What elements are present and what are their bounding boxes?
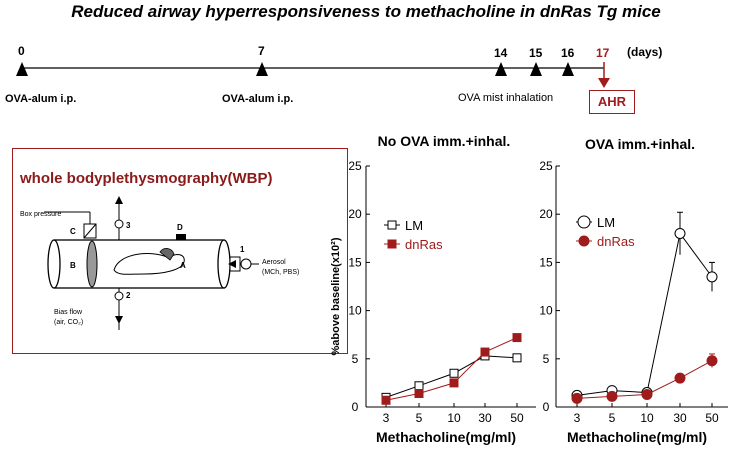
port-d-icon [176,234,186,240]
label-c: C [70,227,76,236]
chart1-x-tick-label: 50 [510,411,524,425]
arrow-day7-icon [256,62,268,76]
chart2-legend-marker [578,235,590,247]
chart1-x-axis-label: Methacholine(mg/ml) [376,429,516,445]
chamber-divider [86,240,98,288]
chamber-left-end [47,239,61,289]
label-bias: Bias flow [54,309,83,316]
arrow-day0-icon [16,62,28,76]
label-1: 1 [240,245,245,254]
chart2-legend-marker [577,215,591,229]
valve-3-icon [114,219,124,229]
chart2-legend-label: LM [597,215,615,230]
chart2-y-tick-label: 20 [539,207,553,221]
chart2-point-LM [674,227,686,239]
chart2-point-dnRas [674,372,686,384]
chart1-y-tick-label: 15 [348,255,362,269]
aerosol-arrow-icon [228,260,236,268]
chart2-series-LM-line [576,232,713,396]
mouse-head-icon [159,248,175,261]
day-label-15: 15 [529,46,543,60]
label-aerosol: Aerosol [262,259,286,266]
arrow-day15-icon [530,62,542,76]
chart1-point-LM [512,353,522,363]
chart1-point-dnRas [381,395,391,405]
chart2-y-tick-label: 0 [543,400,550,414]
chart2-x-tick-label: 3 [574,411,581,425]
chart1-legend-label: dnRas [405,237,443,252]
wbp-panel [12,148,348,354]
chart1-x-tick-label: 10 [447,411,461,425]
chart2-x-tick-label: 50 [705,411,719,425]
chart2-y-tick-label: 10 [539,304,553,318]
figure-title: Reduced airway hyperresponsiveness to me… [71,2,661,21]
chart1-y-tick-label: 5 [352,352,359,366]
day-label-17: 17 [596,46,610,60]
wbp-title: whole bodyplethysmography(WBP) [20,170,273,187]
chart2-y-tick-label: 15 [539,255,553,269]
chart2-y-tick-label: 5 [543,352,550,366]
arrow-day16-icon [562,62,574,76]
label-3: 3 [126,221,131,230]
chart1-point-dnRas [512,333,522,343]
chart2-point-dnRas [706,355,718,367]
chart2-point-LM [706,271,718,283]
chart1-legend-marker [387,239,397,249]
chart1-point-dnRas [414,389,424,399]
note-mist: OVA mist inhalation [458,92,554,104]
label-aerosol-sub: (MCh, PBS) [262,269,299,276]
note-day0: OVA-alum i.p. [5,93,77,105]
chart2-x-tick-label: 5 [609,411,616,425]
chart2-title: OVA imm.+inhal. [584,136,696,152]
label-d: D [177,223,183,232]
chart1-legend-label: LM [405,218,423,233]
plethysmograph-diagram: Box pressure C B A D 3 2 1 Aerosol (MCh,… [20,196,299,330]
ahr-box: AHR [589,90,635,114]
chart2-point-dnRas [571,392,583,404]
arrow-day14-icon [495,62,507,76]
note-day7: OVA-alum i.p. [222,93,294,105]
chart2-legend-label: dnRas [597,234,635,249]
label-box-pressure: Box pressure [20,211,61,218]
chart2-point-dnRas [606,390,618,402]
chart1-y-tick-label: 25 [348,159,362,173]
chart1-point-LM [449,368,459,378]
label-bias-sub: (air, CO₂) [54,319,83,326]
chart1-title: No OVA imm.+inhal. [377,133,511,149]
timeline [16,62,610,88]
chart1-point-dnRas [449,378,459,388]
chart2-x-axis-label: Methacholine(mg/ml) [567,429,707,445]
chart1-legend-marker [387,220,397,230]
mouse-icon [113,253,185,275]
days-unit: (days) [627,45,663,59]
chart1-point-LM [414,381,424,391]
valve-2-icon [114,291,124,301]
chart2-point-dnRas [641,388,653,400]
day-label-16: 16 [561,46,575,60]
chart2-y-tick-label: 25 [539,159,553,173]
day-label-14: 14 [494,46,508,60]
chart1-x-tick-label: 5 [416,411,423,425]
chart1-y-tick-label: 10 [348,304,362,318]
label-2: 2 [126,291,131,300]
chart2-x-tick-label: 30 [673,411,687,425]
label-b: B [70,261,76,270]
arrow-day17-icon [598,78,610,88]
chart1-x-tick-label: 3 [383,411,390,425]
chart1-x-tick-label: 30 [478,411,492,425]
label-a: A [180,261,186,270]
chart1-y-tick-label: 20 [348,207,362,221]
day-label-7: 7 [258,44,265,58]
chart1-y-tick-label: 0 [352,400,359,414]
bias-flow-arrow-icon [115,316,123,324]
outflow-arrow-icon [115,196,123,204]
day-label-0: 0 [18,44,25,58]
chart1-y-axis-label: %above baseline(x10²) [330,237,342,355]
chart2-x-tick-label: 10 [640,411,654,425]
chart1-point-dnRas [480,347,490,357]
